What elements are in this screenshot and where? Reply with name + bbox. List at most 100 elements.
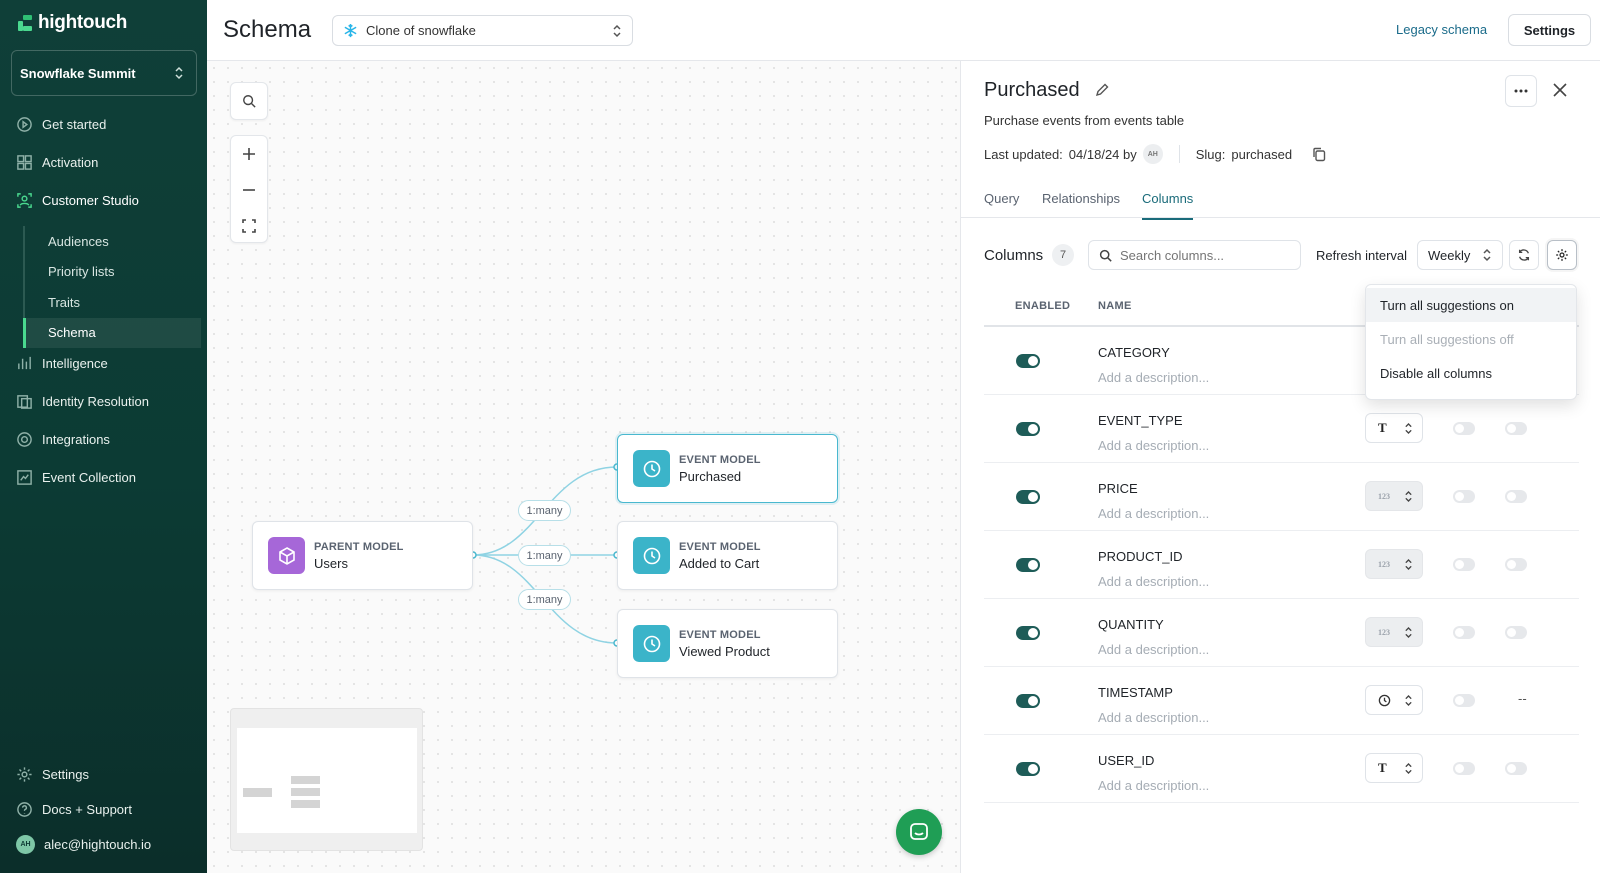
users-frame-icon bbox=[17, 193, 32, 208]
column-name: PRICE bbox=[1098, 481, 1138, 496]
column-description-input[interactable]: Add a description... bbox=[1098, 710, 1210, 725]
menu-item-turn-suggestions-off: Turn all suggestions off bbox=[1380, 331, 1514, 347]
nav-settings[interactable]: Settings bbox=[16, 766, 89, 783]
enabled-toggle[interactable] bbox=[1016, 626, 1040, 640]
nav-get-started[interactable]: Get started bbox=[16, 116, 106, 133]
column-description-input[interactable]: Add a description... bbox=[1098, 574, 1210, 589]
node-name: Purchased bbox=[679, 468, 742, 484]
redact-toggle[interactable] bbox=[1453, 490, 1475, 503]
column-description-input[interactable]: Add a description... bbox=[1098, 642, 1210, 657]
search-columns-input[interactable] bbox=[1120, 247, 1280, 263]
page-title: Schema bbox=[223, 16, 312, 43]
redact-toggle[interactable] bbox=[1453, 762, 1475, 775]
workspace-switcher[interactable]: Snowflake Summit bbox=[11, 50, 197, 96]
nav-label: Docs + Support bbox=[42, 802, 132, 817]
legacy-schema-link[interactable]: Legacy schema bbox=[1396, 22, 1488, 37]
enabled-toggle[interactable] bbox=[1016, 422, 1040, 436]
plus-icon bbox=[243, 148, 255, 160]
column-type-select[interactable]: 123 bbox=[1365, 481, 1423, 511]
menu-item-turn-suggestions-on[interactable]: Turn all suggestions on bbox=[1366, 288, 1576, 322]
suggestions-toggle[interactable] bbox=[1505, 626, 1527, 639]
enabled-toggle[interactable] bbox=[1016, 762, 1040, 776]
edge-label[interactable]: 1:many bbox=[518, 545, 571, 566]
column-type-select[interactable]: 123 bbox=[1365, 549, 1423, 579]
redact-toggle[interactable] bbox=[1453, 694, 1475, 707]
minimap[interactable] bbox=[230, 708, 423, 851]
nav-intelligence[interactable]: Intelligence bbox=[16, 355, 108, 372]
more-options-button[interactable] bbox=[1505, 75, 1537, 107]
column-settings-button[interactable] bbox=[1547, 240, 1577, 270]
column-type-select[interactable] bbox=[1365, 685, 1423, 715]
nav-event-collection[interactable]: Event Collection bbox=[16, 469, 136, 486]
enabled-toggle[interactable] bbox=[1016, 354, 1040, 368]
nav-customer-studio[interactable]: Customer Studio bbox=[16, 192, 139, 209]
number-type-icon: 123 bbox=[1378, 491, 1390, 501]
redact-toggle[interactable] bbox=[1453, 626, 1475, 639]
chevron-updown-icon bbox=[1405, 558, 1412, 570]
nav-label: Get started bbox=[42, 117, 107, 132]
event-model-node-added-to-cart[interactable]: EVENT MODEL Added to Cart bbox=[617, 521, 838, 590]
column-type-select[interactable]: 123 bbox=[1365, 617, 1423, 647]
sub-item-audiences[interactable]: Audiences bbox=[48, 233, 109, 249]
zoom-in-button[interactable] bbox=[231, 136, 267, 172]
enabled-toggle[interactable] bbox=[1016, 558, 1040, 572]
suggestions-toggle[interactable] bbox=[1505, 558, 1527, 571]
column-type-select[interactable]: T bbox=[1365, 753, 1423, 783]
nav-integrations[interactable]: Integrations bbox=[16, 431, 110, 448]
canvas-search-button[interactable] bbox=[231, 83, 267, 119]
model-detail-panel: Purchased Purchase events from events ta… bbox=[960, 61, 1600, 873]
model-description: Purchase events from events table bbox=[984, 113, 1185, 128]
suggestions-toggle[interactable] bbox=[1505, 490, 1527, 503]
column-description-input[interactable]: Add a description... bbox=[1098, 438, 1210, 453]
nav-docs-support[interactable]: Docs + Support bbox=[16, 801, 132, 818]
nav-label: Identity Resolution bbox=[42, 394, 149, 409]
edge-label[interactable]: 1:many bbox=[518, 589, 571, 610]
sub-item-traits[interactable]: Traits bbox=[48, 294, 81, 310]
slug-label: Slug: bbox=[1195, 146, 1226, 162]
settings-button[interactable]: Settings bbox=[1508, 14, 1591, 46]
nav-activation[interactable]: Activation bbox=[16, 154, 98, 171]
pencil-icon[interactable] bbox=[1095, 83, 1109, 97]
edge-label[interactable]: 1:many bbox=[518, 500, 571, 521]
column-type-select[interactable]: T bbox=[1365, 413, 1423, 443]
logo-text: hightouch bbox=[38, 12, 128, 33]
tab-columns[interactable]: Columns bbox=[1142, 191, 1194, 220]
sub-item-schema[interactable]: Schema bbox=[23, 317, 201, 348]
nav-identity-resolution[interactable]: Identity Resolution bbox=[16, 393, 149, 410]
enabled-toggle[interactable] bbox=[1016, 490, 1040, 504]
event-model-node-purchased[interactable]: EVENT MODEL Purchased bbox=[617, 434, 838, 503]
tab-query[interactable]: Query bbox=[984, 191, 1020, 206]
chat-launcher-button[interactable] bbox=[896, 809, 942, 855]
chevron-updown-icon bbox=[1405, 490, 1412, 502]
redact-toggle[interactable] bbox=[1453, 558, 1475, 571]
ellipsis-icon bbox=[1514, 89, 1528, 93]
column-description-input[interactable]: Add a description... bbox=[1098, 370, 1210, 385]
parent-model-node[interactable]: PARENT MODEL Users bbox=[252, 521, 473, 590]
sub-item-priority-lists[interactable]: Priority lists bbox=[48, 264, 115, 280]
column-search[interactable] bbox=[1088, 240, 1301, 270]
header-name[interactable]: NAME bbox=[1098, 300, 1132, 312]
schema-canvas[interactable]: 1:many 1:many 1:many PARENT MODEL Users … bbox=[207, 61, 960, 873]
tab-relationships[interactable]: Relationships bbox=[1042, 191, 1121, 206]
user-menu[interactable]: AH alec@hightouch.io bbox=[16, 835, 151, 854]
column-description-input[interactable]: Add a description... bbox=[1098, 506, 1210, 521]
redact-toggle[interactable] bbox=[1453, 422, 1475, 435]
hightouch-logo[interactable]: hightouch bbox=[18, 12, 127, 34]
suggestions-toggle[interactable] bbox=[1505, 762, 1527, 775]
last-updated-value: 04/18/24 by bbox=[1068, 146, 1137, 162]
menu-item-disable-all-columns[interactable]: Disable all columns bbox=[1380, 365, 1492, 381]
fit-view-button[interactable] bbox=[231, 208, 267, 244]
enabled-toggle[interactable] bbox=[1016, 694, 1040, 708]
column-description-input[interactable]: Add a description... bbox=[1098, 778, 1210, 793]
refresh-columns-button[interactable] bbox=[1509, 240, 1539, 270]
close-panel-button[interactable] bbox=[1551, 81, 1569, 104]
source-select[interactable]: Clone of snowflake bbox=[332, 15, 633, 46]
help-icon bbox=[17, 802, 32, 817]
refresh-interval-select[interactable]: Weekly bbox=[1417, 240, 1503, 270]
node-name: Added to Cart bbox=[679, 555, 760, 571]
event-model-node-viewed-product[interactable]: EVENT MODEL Viewed Product bbox=[617, 609, 838, 678]
zoom-out-button[interactable] bbox=[231, 172, 267, 208]
copy-icon[interactable] bbox=[1312, 147, 1326, 162]
columns-count-badge: 7 bbox=[1052, 244, 1074, 266]
suggestions-toggle[interactable] bbox=[1505, 422, 1527, 435]
